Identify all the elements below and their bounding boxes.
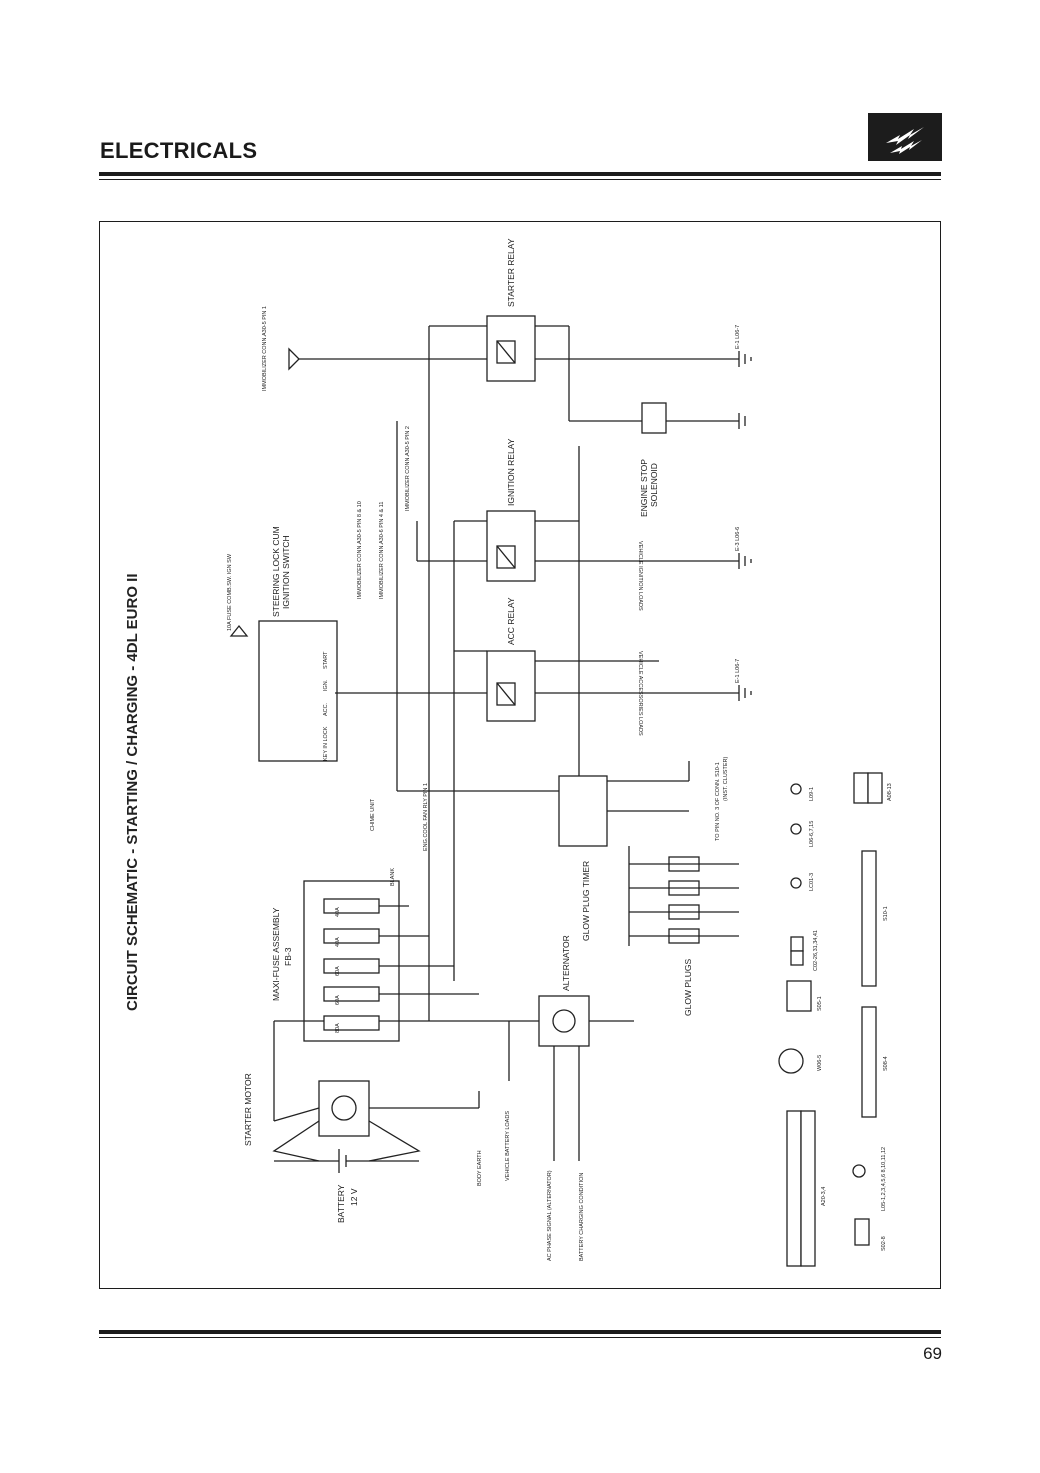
solenoid-label: SOLENOID: [649, 463, 659, 507]
glow-plug-timer-label: GLOW PLUG TIMER: [581, 861, 591, 941]
immobilizer-1-connector-icon: [288, 347, 300, 371]
header-rule-thin: [99, 179, 941, 180]
starter-relay-box: [486, 315, 536, 382]
engine-stop-solenoid-box: [641, 402, 667, 434]
ignition-switch-box: [258, 620, 338, 762]
connector-lc01-label: LC01-3: [809, 873, 815, 891]
ground-label-1: E-1 L06-7: [735, 325, 741, 349]
footer-rule-thin: [99, 1337, 941, 1338]
ac-phase-signal: AC PHASE SIGNAL (ALTERNATOR): [547, 1170, 553, 1261]
battery-charging-label: BATTERY CHARGING CONDITION: [579, 1173, 585, 1261]
schematic-frame: [99, 221, 941, 1289]
connector-l05: L05-1,2,3,4,5,6 8,10,11,12: [852, 1147, 887, 1211]
switch-pos-ign: IGN.: [323, 679, 329, 691]
battery-volt-label: 12 V: [349, 1188, 359, 1206]
connector-a08-13: A08-13: [853, 772, 893, 804]
battery-label: BATTERY: [336, 1184, 346, 1223]
circuit-schematic: CIRCUIT SCHEMATIC - STARTING / CHARGING …: [124, 238, 893, 1267]
ignition-switch-label: IGNITION SWITCH: [281, 535, 291, 609]
ground-label-2: E-3 L06-6: [735, 527, 741, 551]
ground-label-3: E-1 L06-7: [735, 659, 741, 683]
connector-s10-label: S10-1: [883, 906, 889, 921]
fuse-40a-1: 40A: [335, 937, 341, 947]
connector-glyph-l06: L06-6,7,15: [790, 821, 815, 847]
connector-glyph-l09: L09-1: [790, 783, 815, 801]
eng-cool-fan-label: ENG.COOL FAN RLY PIN 1: [423, 783, 429, 851]
fuse-10a-label: 10A FUSE COMB.SW. IGN SW: [227, 553, 233, 631]
starter-motor-box: [318, 1080, 370, 1137]
footer-rule-thick: [99, 1330, 941, 1334]
alternator-box: [538, 995, 590, 1047]
connector-w06-label: W06-5: [817, 1055, 823, 1071]
page-number: 69: [923, 1344, 942, 1363]
connector-s05-1: S05-1: [786, 980, 823, 1012]
header-rule-thick: [99, 172, 941, 176]
glow-plugs-label: GLOW PLUGS: [683, 959, 693, 1016]
inst-cluster-label: (INST. CLUSTER): [723, 757, 729, 801]
starter-relay-label: STARTER RELAY: [506, 238, 516, 307]
connector-s02-label: S02-8: [881, 1236, 887, 1251]
connector-s02-8: S02-8: [854, 1218, 887, 1251]
connector-w06-5: W06-5: [778, 1048, 823, 1074]
connector-c02: C02-26,31,34,41: [790, 930, 819, 971]
immobilizer-2-label: IMMOBILIZER CONN.A30-5 PIN 2: [405, 426, 411, 511]
to-pin-label: TO PIN NO. 3 OF CONN. S10-1: [715, 762, 721, 841]
connector-a08-13-label: A08-13: [887, 783, 893, 801]
schematic-title: CIRCUIT SCHEMATIC - STARTING / CHARGING …: [124, 574, 141, 1012]
connector-s08-4: S08-4: [861, 1006, 889, 1118]
connector-s10-1: S10-1: [861, 850, 889, 987]
connector-l06-label: L06-6,7,15: [809, 821, 815, 847]
immobilizer-1-label: IMMOBILIZER CONN.A30-5 PIN 1: [262, 306, 268, 391]
connector-l09-label: L09-1: [809, 787, 815, 801]
fuse-60a-1: 60A: [335, 995, 341, 1005]
fuse-60a-2: 60A: [335, 966, 341, 976]
connector-c02-label: C02-26,31,34,41: [813, 930, 819, 971]
vehicle-battery-loads-label: VEHICLE BATTERY LOADS: [505, 1111, 511, 1181]
alternator-label: ALTERNATOR: [561, 935, 571, 991]
lightning-bolts-icon: [868, 113, 942, 161]
connector-glyph-lc01: LC01-3: [790, 873, 815, 891]
engine-stop-label: ENGINE STOP: [639, 459, 649, 517]
fuse-connector-icon: [229, 624, 249, 637]
steering-lock-label: STEERING LOCK CUM: [271, 526, 281, 617]
vehicle-ign-loads: VEHICLE IGNITION LOADS: [637, 541, 643, 611]
vehicle-acc-loads: VEHICLE ACCESSORIES LOADS: [637, 651, 643, 736]
fuse-80a: 80A: [335, 1023, 341, 1033]
ignition-relay-label: IGNITION RELAY: [506, 438, 516, 506]
immobilizer-3-label: IMMOBILIZER CONN.A30-5 PIN 8 & 10: [357, 501, 363, 599]
connector-s08-label: S08-4: [883, 1056, 889, 1071]
acc-relay-label: ACC RELAY: [506, 597, 516, 645]
blank-label: BLANK: [390, 868, 396, 886]
glow-plug-timer-box: [558, 775, 608, 847]
maxi-fuse-id: FB-3: [283, 947, 293, 966]
immobilizer-4-label: IMMOBILIZER CONN.A30-6 PIN 4 & 11: [379, 502, 385, 599]
fuse-40a-2: 40A: [335, 907, 341, 917]
switch-pos-start: START: [323, 651, 329, 669]
connector-l05-label: L05-1,2,3,4,5,6 8,10,11,12: [881, 1147, 887, 1211]
connector-a20-3-4: A20-3,4: [786, 1110, 827, 1267]
switch-pos-key: KEY IN LOCK: [323, 726, 329, 761]
body-earth-label: BODY EARTH: [477, 1150, 483, 1186]
connector-s05-label: S05-1: [817, 996, 823, 1011]
connector-a20-label: A20-3,4: [821, 1187, 827, 1206]
maxi-fuse-label: MAXI-FUSE ASSEMBLY: [271, 907, 281, 1001]
starter-motor-label: STARTER MOTOR: [243, 1073, 253, 1146]
switch-pos-acc: ACC.: [323, 702, 329, 716]
chime-unit-label: CHIME UNIT: [370, 798, 376, 831]
page-title: ELECTRICALS: [100, 138, 258, 163]
